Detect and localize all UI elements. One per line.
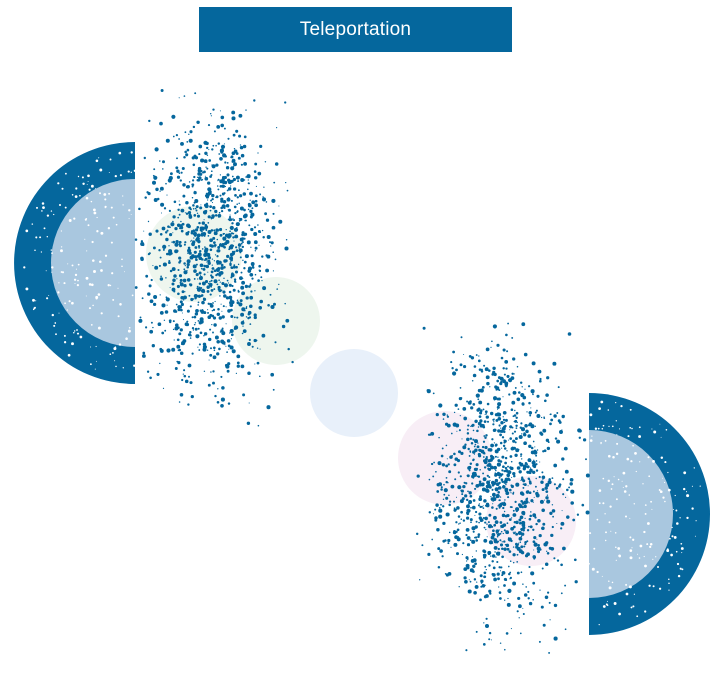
source-half-disc [14,142,135,384]
center-transit-circle [310,349,398,437]
destination-sparkles [588,400,701,626]
destination-particle-cloud [415,322,590,654]
destination-faint-circle-upper [398,411,492,505]
source-faint-circle-upper [146,206,242,302]
source-particle-cloud [134,89,294,427]
title-banner: Teleportation [199,7,512,52]
destination-faint-circle-lower [486,476,576,566]
destination-half-disc [589,393,710,635]
source-sparkles [23,151,137,370]
title-text: Teleportation [299,18,412,40]
source-faint-circle-lower [232,277,320,365]
